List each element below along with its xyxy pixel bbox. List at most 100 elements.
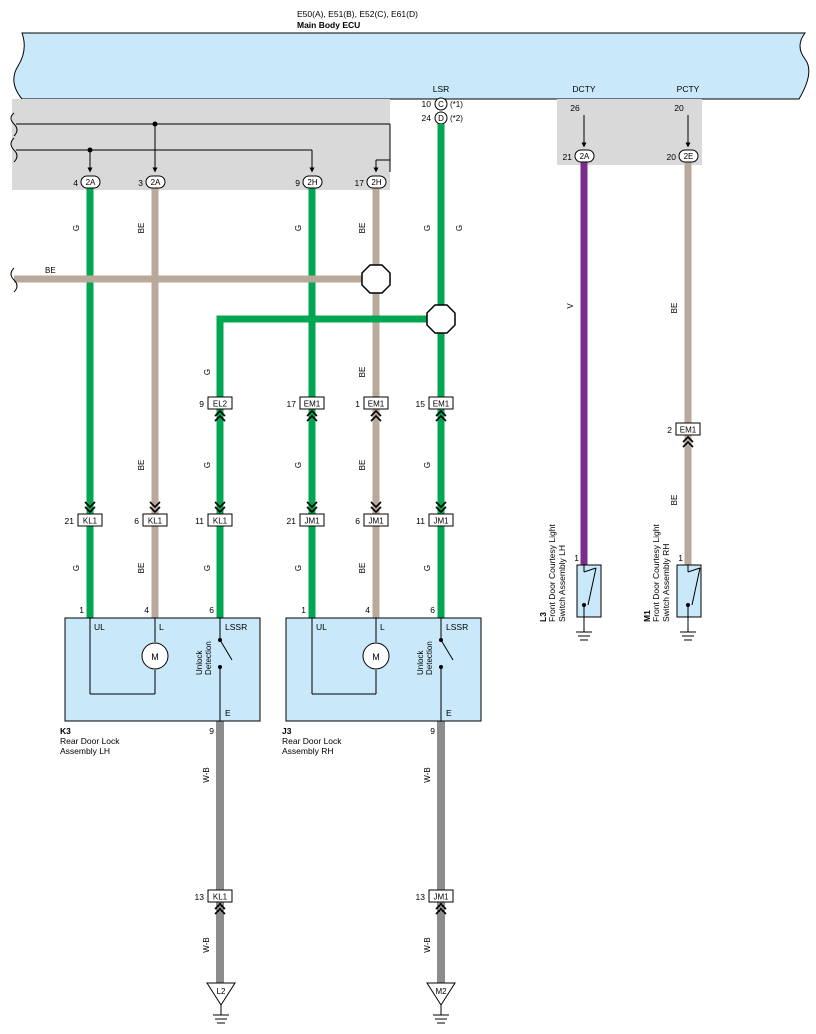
svg-text:4: 4 bbox=[73, 178, 78, 188]
jb-pin-3-2A: 3 2A bbox=[138, 175, 166, 189]
svg-text:KL1: KL1 bbox=[148, 517, 163, 526]
wire-label-v-19: V bbox=[566, 303, 575, 309]
courtesy-switch-rh bbox=[676, 564, 702, 618]
svg-text:3: 3 bbox=[138, 178, 143, 188]
lsr-c-circle bbox=[434, 97, 448, 111]
splice-dot-1 bbox=[152, 121, 158, 127]
wire-label-g-1: G bbox=[455, 225, 464, 231]
switch-rh-name2: Switch Assembly RH bbox=[661, 544, 671, 622]
wire-label-wb-23: W-B bbox=[423, 767, 432, 782]
svg-text:17: 17 bbox=[355, 178, 365, 188]
lock-rh-l: L bbox=[380, 622, 385, 632]
wire-label-be-9: BE bbox=[358, 223, 367, 234]
svg-text:EM1: EM1 bbox=[368, 400, 385, 409]
lock-lh-pin4: 4 bbox=[144, 605, 149, 615]
wire-label-g-6: G bbox=[294, 225, 303, 231]
lock-lh-motor: M bbox=[151, 652, 159, 662]
wires bbox=[14, 124, 692, 983]
courtesy-switch-lh bbox=[576, 564, 602, 618]
junction-block-area-left bbox=[12, 99, 390, 190]
svg-text:JM1: JM1 bbox=[368, 517, 384, 526]
lock-lh-pin6: 6 bbox=[209, 605, 214, 615]
svg-text:13: 13 bbox=[195, 892, 205, 902]
svg-text:2A: 2A bbox=[580, 152, 590, 161]
svg-text:11: 11 bbox=[195, 516, 204, 526]
pcty-pin-num: 20 bbox=[674, 103, 684, 113]
svg-text:11: 11 bbox=[416, 516, 425, 526]
wire-label-g-17: G bbox=[203, 462, 212, 468]
jb-pin-20-2E: 20 2E bbox=[667, 149, 699, 163]
lsr-d-note: (*2) bbox=[450, 114, 463, 123]
svg-text:JM1: JM1 bbox=[433, 517, 449, 526]
wire-label-wb-24: W-B bbox=[202, 937, 211, 952]
switch-lh-name2: Switch Assembly LH bbox=[557, 545, 567, 622]
svg-text:EM1: EM1 bbox=[433, 400, 450, 409]
pin-pcty-label: PCTY bbox=[677, 84, 700, 94]
rear-door-lock-lh-internals bbox=[89, 618, 233, 721]
lock-lh-name2: Assembly LH bbox=[60, 746, 110, 756]
svg-text:KL1: KL1 bbox=[83, 517, 98, 526]
wire-break-left bbox=[10, 267, 18, 293]
svg-text:KL1: KL1 bbox=[213, 893, 228, 902]
ground-l2-label: L2 bbox=[217, 987, 226, 996]
jb-pin-9-2H: 9 2H bbox=[295, 175, 323, 189]
lock-lh-ul: UL bbox=[94, 622, 105, 632]
lock-rh-ul: UL bbox=[316, 622, 327, 632]
lsr-c-note: (*1) bbox=[450, 100, 463, 109]
rear-door-lock-lh-box bbox=[64, 617, 261, 722]
lock-rh-name2: Assembly RH bbox=[282, 746, 333, 756]
lock-lh-pin9: 9 bbox=[209, 726, 214, 736]
jb-pin-21-2A: 21 2A bbox=[563, 149, 595, 163]
wire-label-g-8: G bbox=[294, 565, 303, 571]
lock-rh-pin9: 9 bbox=[430, 726, 435, 736]
ground-m2-label: M2 bbox=[435, 987, 447, 996]
wire-wb-x220 bbox=[216, 721, 224, 983]
splice-g bbox=[426, 304, 456, 334]
lock-lh-name1: Rear Door Lock bbox=[60, 736, 120, 746]
svg-text:2A: 2A bbox=[151, 178, 161, 187]
wire-label-g-15: G bbox=[423, 565, 432, 571]
svg-text:KL1: KL1 bbox=[213, 517, 228, 526]
svg-text:2A: 2A bbox=[86, 178, 96, 187]
wire-label-be-20: BE bbox=[670, 303, 679, 314]
wire-label-g-2: G bbox=[72, 565, 81, 571]
wire-be-horizontal-label: BE bbox=[45, 266, 56, 275]
switch-rh-code: M1 bbox=[642, 610, 652, 622]
svg-text:2: 2 bbox=[667, 425, 672, 435]
wire-label-be-3: BE bbox=[137, 223, 146, 234]
rear-door-lock-rh-box bbox=[285, 617, 482, 722]
connector-kl1-11: 11 KL1 bbox=[195, 501, 233, 527]
svg-text:JM1: JM1 bbox=[304, 517, 320, 526]
courtesy-switch-rh-internals bbox=[680, 565, 701, 641]
connector-jm1-11: 11 JM1 bbox=[416, 501, 454, 527]
connector-em1-1: 1 EM1 bbox=[355, 396, 389, 422]
lock-lh-e: E bbox=[225, 708, 231, 718]
svg-text:EL2: EL2 bbox=[213, 400, 228, 409]
wire-label-g-13: G bbox=[423, 225, 432, 231]
switch-lh-name1: Front Door Courtesy Light bbox=[547, 524, 557, 622]
pin-lsr-label: LSR bbox=[433, 84, 450, 94]
svg-text:1: 1 bbox=[355, 399, 360, 409]
jb-pin-4-2A: 4 2A bbox=[73, 175, 101, 189]
svg-text:20: 20 bbox=[667, 152, 677, 162]
main-body-ecu bbox=[13, 32, 810, 100]
ground-m2 bbox=[426, 982, 456, 1024]
ecu-connectors-label: E50(A), E51(B), E52(C), E61(D) bbox=[297, 9, 418, 19]
wire-label-g-16: G bbox=[203, 369, 212, 375]
wire-label-g-18: G bbox=[203, 565, 212, 571]
wire-label-g-7: G bbox=[294, 462, 303, 468]
wire-label-be-21: BE bbox=[670, 495, 679, 506]
lsr-d-letter: D bbox=[438, 114, 444, 123]
svg-text:21: 21 bbox=[65, 516, 75, 526]
lock-rh-pin6: 6 bbox=[430, 605, 435, 615]
connector-kl1-13: 13 KL1 bbox=[195, 889, 233, 915]
lock-lh-l: L bbox=[159, 622, 164, 632]
lock-rh-lssr: LSSR bbox=[446, 622, 468, 632]
wire-label-wb-25: W-B bbox=[423, 937, 432, 952]
